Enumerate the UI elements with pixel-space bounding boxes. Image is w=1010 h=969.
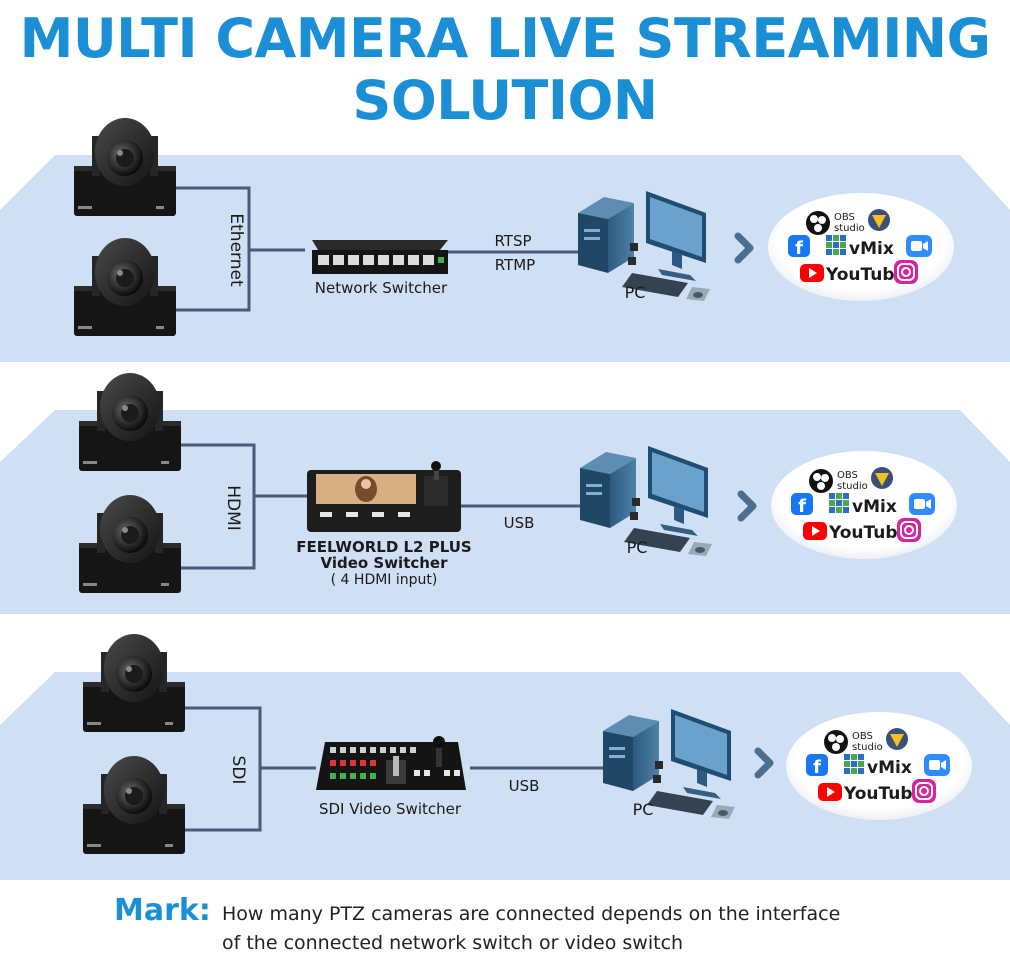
youtube-label: YouTube <box>825 265 906 285</box>
obs-label: OBS <box>834 212 855 223</box>
device-label-sdi-switcher: SDI Video Switcher <box>319 800 462 818</box>
facebook-icon: f <box>788 235 810 259</box>
pc-label: PC <box>633 800 654 819</box>
streaming-platforms-oval <box>770 450 958 560</box>
vmix-icon <box>826 235 846 255</box>
device-label-feelworld: FEELWORLD L2 PLUS <box>296 538 471 556</box>
streaming-platforms-oval <box>785 711 973 821</box>
ptz-camera-icon <box>74 118 176 216</box>
desktop-pc-icon <box>578 191 710 301</box>
ptz-camera-icon <box>79 373 181 471</box>
link-label-rtmp: RTMP <box>495 256 535 274</box>
page-title-line-1: MULTI CAMERA LIVE STREAMING <box>19 7 991 70</box>
arrow-right-icon <box>734 232 754 264</box>
network-switch-icon <box>312 240 448 274</box>
streaming-platforms-oval: OBS studio f vMix YouTube <box>768 193 954 301</box>
hdmi-video-switcher-icon <box>307 461 461 532</box>
youtube-icon <box>800 264 824 282</box>
interface-label-sdi: SDI <box>228 756 248 785</box>
sdi-video-switcher-icon <box>316 736 466 790</box>
page-title-line-2: SOLUTION <box>352 69 658 132</box>
link-label-usb: USB <box>509 777 540 795</box>
interface-label-hdmi: HDMI <box>223 485 243 531</box>
arrow-right-icon <box>754 747 774 779</box>
link-cameras-to-sdi-switcher <box>184 706 316 832</box>
link-label-usb: USB <box>504 514 535 532</box>
device-label-hdmi-inputs: ( 4 HDMI input) <box>331 572 438 588</box>
pc-label: PC <box>627 538 648 557</box>
link-label-rtsp: RTSP <box>494 232 531 250</box>
zoom-icon <box>906 235 932 257</box>
obs-studio-icon <box>806 211 830 235</box>
vmix-label: vMix <box>849 239 894 259</box>
row-band-ethernet <box>0 155 1010 362</box>
arrow-right-icon <box>737 490 757 522</box>
row-band-sdi <box>0 672 1010 880</box>
instagram-icon <box>894 260 918 284</box>
obs-studio-label: studio <box>834 223 865 234</box>
note-line-1: How many PTZ cameras are connected depen… <box>222 903 841 925</box>
interface-label-ethernet: Ethernet <box>226 213 246 287</box>
link-cameras-to-hdmi-switcher <box>180 443 307 570</box>
ptz-camera-icon <box>83 634 185 732</box>
device-label-network-switcher: Network Switcher <box>315 279 448 297</box>
pc-label: PC <box>625 283 646 302</box>
svg-text:f: f <box>795 238 803 259</box>
note-line-2: of the connected network switch or video… <box>222 932 684 954</box>
device-label-video-switcher: Video Switcher <box>320 554 448 572</box>
link-cameras-to-network-switcher <box>175 186 305 312</box>
wirecast-icon <box>868 209 890 231</box>
note-label: Mark: <box>114 893 211 928</box>
